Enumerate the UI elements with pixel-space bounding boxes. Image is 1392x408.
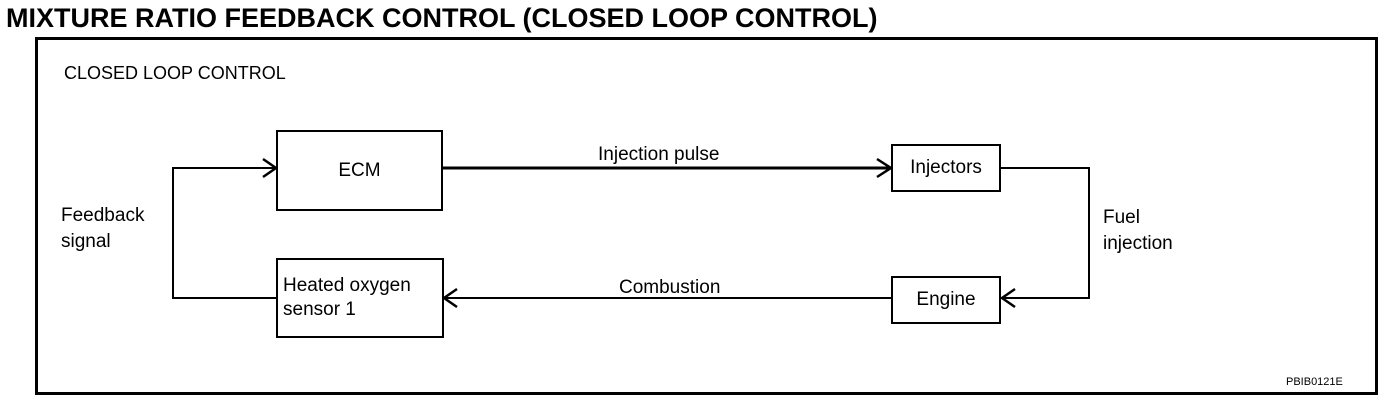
feedback-signal-line (172, 167, 276, 299)
injectors-box: Injectors (891, 144, 1001, 192)
feedback-signal-label: Feedback signal (61, 203, 144, 255)
diagram-frame (35, 37, 1378, 395)
sensor-label-line1: Heated oxygen (283, 275, 411, 296)
engine-box: Engine (891, 276, 1001, 324)
fuel-injection-arrowhead (999, 287, 1016, 309)
page-title: MIXTURE RATIO FEEDBACK CONTROL (CLOSED L… (6, 3, 878, 33)
diagram-subtitle: CLOSED LOOP CONTROL (64, 63, 286, 83)
heated-oxygen-sensor-box: Heated oxygen sensor 1 (276, 258, 444, 338)
fuel-injection-line (1000, 167, 1090, 299)
fuel-injection-label-line1: Fuel (1103, 207, 1140, 228)
combustion-label: Combustion (619, 277, 721, 298)
injection-pulse-label: Injection pulse (598, 144, 720, 165)
feedback-signal-label-line2: signal (61, 231, 111, 252)
feedback-signal-label-line1: Feedback (61, 205, 145, 226)
sensor-label-line2: sensor 1 (283, 299, 356, 320)
ecm-label: ECM (338, 159, 381, 181)
fuel-injection-label-line2: injection (1103, 233, 1173, 254)
figure-code: PBIB0121E (1286, 376, 1343, 388)
fuel-injection-label: Fuel injection (1103, 205, 1173, 257)
ecm-box: ECM (276, 130, 443, 211)
combustion-arrowhead (441, 287, 458, 309)
injectors-label: Injectors (910, 157, 982, 178)
engine-label: Engine (916, 289, 976, 310)
